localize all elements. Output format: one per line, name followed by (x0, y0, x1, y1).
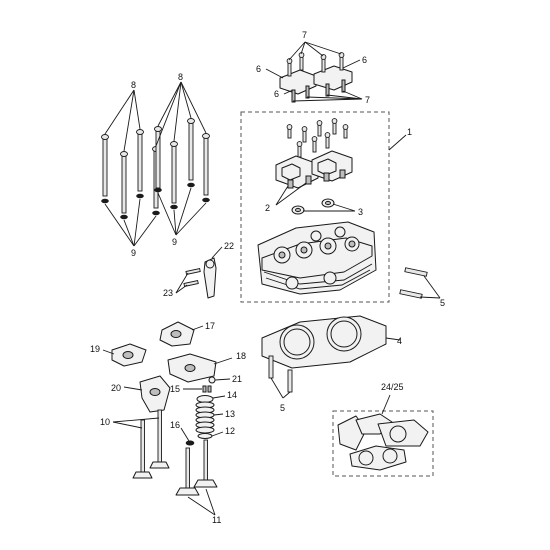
callout-24-25: 24/25 (381, 382, 404, 392)
callout-6-right: 6 (362, 55, 367, 65)
tensioner-arm (183, 257, 217, 299)
callout-4: 4 (397, 336, 402, 346)
callout-13: 13 (225, 409, 235, 419)
callout-3: 3 (358, 207, 363, 217)
callout-18: 18 (236, 351, 246, 361)
callout-5-right: 5 (440, 298, 445, 308)
callout-7-top: 7 (302, 30, 307, 40)
callout-7-bottom: 7 (365, 95, 370, 105)
rocker-arm-17 (159, 321, 195, 347)
callout-9-right: 9 (172, 237, 177, 247)
callout-9-left: 9 (131, 248, 136, 258)
callout-8-right: 8 (178, 72, 183, 82)
spring-retainer-14 (196, 395, 214, 403)
cam-cap-bolts-group (286, 118, 349, 158)
gasket-set (337, 413, 429, 471)
head-bolts (101, 118, 210, 220)
shim-21 (208, 376, 216, 384)
upper-cam-caps (279, 52, 353, 103)
valves-11 (175, 439, 218, 496)
callout-22: 22 (224, 241, 234, 251)
cam-caps (275, 150, 353, 189)
rocker-arm-20 (139, 375, 171, 413)
head-gasket (261, 315, 387, 369)
callout-20: 20 (111, 383, 121, 393)
callout-11: 11 (212, 515, 221, 525)
callout-19: 19 (90, 344, 100, 354)
callout-5-lower: 5 (280, 403, 285, 413)
dowel-sleeves (291, 198, 335, 215)
studs-upper (399, 267, 428, 299)
callout-17: 17 (205, 321, 215, 331)
callout-8-left: 8 (131, 80, 136, 90)
callout-6-left: 6 (256, 64, 261, 74)
rocker-arm-19 (111, 343, 147, 367)
callout-1: 1 (407, 127, 412, 137)
callout-14: 14 (227, 390, 237, 400)
callout-23: 23 (163, 288, 173, 298)
head-assembly-box (240, 111, 390, 303)
callout-6-lower: 6 (274, 89, 279, 99)
callout-2: 2 (265, 203, 270, 213)
callout-15: 15 (170, 384, 180, 394)
stem-seal-16 (185, 440, 195, 446)
callout-16: 16 (170, 420, 180, 430)
cylinder-head (257, 221, 377, 295)
callout-10: 10 (100, 417, 110, 427)
collets-15 (202, 385, 212, 393)
callout-21: 21 (232, 374, 242, 384)
callout-12: 12 (225, 426, 235, 436)
valves-10 (132, 409, 170, 479)
valve-spring-13 (195, 401, 215, 434)
rocker-arm-18 (167, 353, 217, 383)
spring-seat-12 (197, 433, 213, 439)
